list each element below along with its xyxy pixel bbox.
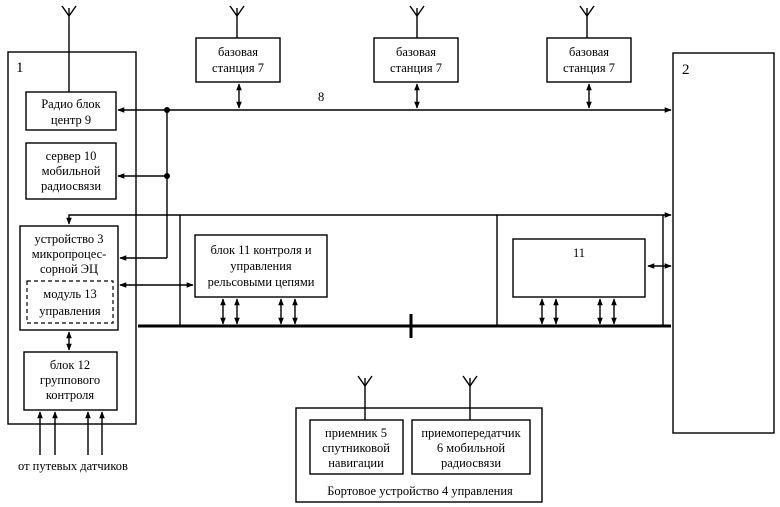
block-11-right-label: 11 [573,246,585,260]
block-11-label-line3: рельсовыми цепями [208,275,315,289]
transceiver-6 [411,419,531,475]
junction-dot-bus [164,107,170,113]
transceiver-label-line1: приемопередатчик [421,426,521,440]
block11-track-links [220,298,298,325]
module-13 [26,280,114,324]
receiver-5 [309,419,404,475]
base-station-1 [195,5,281,109]
radio-center-label-line2: центр 9 [51,113,91,127]
block-12-label-line2: группового [40,373,100,387]
block-12 [23,351,118,411]
base-station-3-line1: базовая [569,45,609,59]
block-11-label-line2: управления [230,259,292,273]
radio-center-9 [25,91,117,131]
server-label-line2: мобильной [42,164,101,178]
base-station-1-line1: базовая [218,45,258,59]
sensors-caption: от путевых датчиков [18,459,128,473]
base-station-2-line2: станция 7 [390,61,442,75]
server-10 [25,142,117,200]
radio-center-label-line1: Радио блок [41,97,101,111]
base-station-1-line2: станция 7 [212,61,264,75]
block-2-number: 2 [682,62,690,78]
base-station-2-line1: базовая [396,45,436,59]
base-station-3-line2: станция 7 [563,61,615,75]
base-station-3 [546,5,632,109]
server-label-line1: сервер 10 [46,149,97,163]
device-3-label-line3: сорной ЭЦ [40,262,98,276]
receiver-antenna-icon [357,375,373,420]
module-13-label-line1: модуль 13 [43,287,96,301]
transceiver-label-line3: радиосвязи [441,456,501,470]
receiver-label-line3: навигации [328,456,384,470]
onboard-caption: Бортовое устройство 4 управления [327,484,513,498]
block-2 [672,52,775,434]
transceiver-antenna-icon [462,375,478,420]
block11-right-track-links [539,298,617,325]
block-12-label-line3: контроля [46,388,95,402]
base-station-2 [373,5,459,109]
block-11 [194,234,328,298]
device-3-label-line2: микропроцес- [32,247,107,261]
device3-block2-link [66,212,672,225]
receiver-label-line2: спутниковой [322,441,390,455]
antenna-icon [61,5,77,92]
module-13-label-line2: управления [39,304,101,318]
server-label-line3: радиосвязи [41,179,101,193]
block-12-label-line1: блок 12 [50,358,90,372]
sensor-inputs [37,411,105,455]
block-11-right [512,238,646,298]
device-3-label-line1: устройство 3 [34,232,103,246]
receiver-label-line1: приемник 5 [325,426,387,440]
bus-8-label: 8 [318,90,324,104]
block-1-number: 1 [16,60,24,76]
transceiver-label-line2: 6 мобильной [437,441,505,455]
block-11-label-line1: блок 11 контроля и [210,243,311,257]
